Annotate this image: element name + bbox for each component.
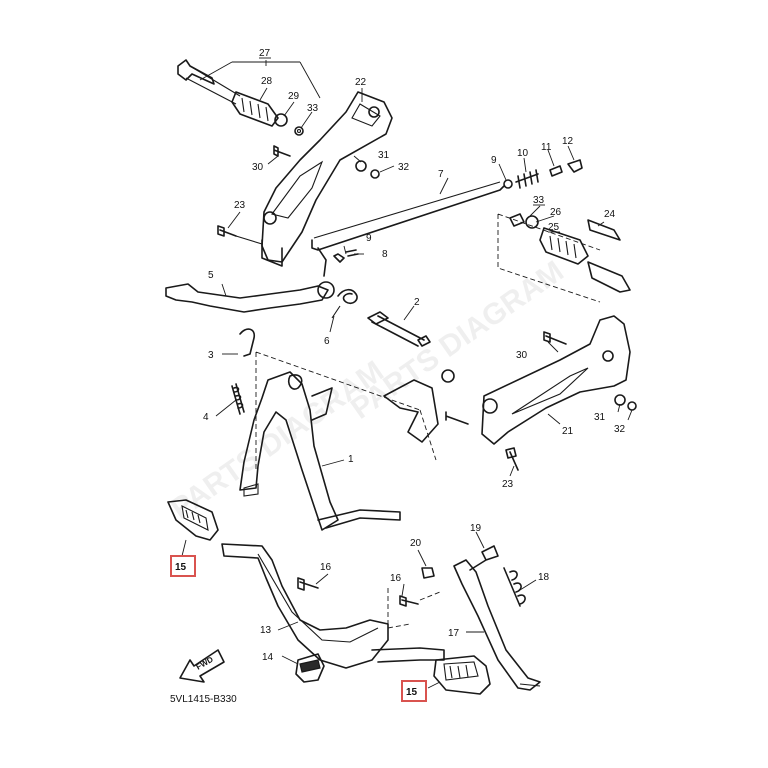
callout-30: 30 xyxy=(516,350,528,361)
callout-4: 4 xyxy=(203,412,209,423)
footrest-bracket-right xyxy=(383,315,637,477)
callout-15-right: 15 xyxy=(406,687,418,698)
callout-26: 26 xyxy=(550,207,562,218)
callout-9: 9 xyxy=(491,155,497,166)
svg-text:PARTS DIAGRAM: PARTS DIAGRAM xyxy=(165,355,390,526)
center-stand-assembly xyxy=(215,328,437,531)
callout-5: 5 xyxy=(208,270,214,281)
callout-25: 25 xyxy=(548,222,560,233)
footrest-bracket-left-assembly xyxy=(177,59,393,267)
diagram-code: 5VL1415-B330 xyxy=(170,694,237,705)
callout-20: 20 xyxy=(410,538,422,549)
callout-30: 30 xyxy=(252,162,264,173)
callout-2: 2 xyxy=(414,297,420,308)
callout-13: 13 xyxy=(260,625,272,636)
brake-rod-assembly xyxy=(311,145,583,251)
sidestand-frame-assembly xyxy=(167,499,541,695)
callout-23: 23 xyxy=(234,200,246,211)
callout-6: 6 xyxy=(324,336,330,347)
callout-8: 8 xyxy=(382,249,388,260)
highlight-box xyxy=(170,555,196,577)
callout-1: 1 xyxy=(348,454,354,465)
highlight-15-right[interactable]: 15 xyxy=(401,680,427,702)
svg-text:PARTS DIAGRAM: PARTS DIAGRAM xyxy=(345,255,570,426)
callout-14: 14 xyxy=(262,652,274,663)
callout-32: 32 xyxy=(398,162,410,173)
callout-23: 23 xyxy=(502,479,514,490)
callout-17: 17 xyxy=(448,628,460,639)
callout-3: 3 xyxy=(208,350,214,361)
callout-21: 21 xyxy=(562,426,574,437)
callout-16: 16 xyxy=(320,562,332,573)
callout-29: 29 xyxy=(288,91,300,102)
brake-pedal-assembly xyxy=(165,245,431,347)
callout-18: 18 xyxy=(538,572,550,583)
callout-10: 10 xyxy=(517,148,529,159)
callout-32: 32 xyxy=(614,424,626,435)
callout-33: 33 xyxy=(533,195,545,206)
callout-11: 11 xyxy=(541,142,552,153)
fwd-arrow-icon: FWD xyxy=(179,649,225,683)
leader-lines-top-left xyxy=(199,60,395,229)
callout-27: 27 xyxy=(259,48,271,59)
callout-16: 16 xyxy=(390,573,402,584)
callout-12: 12 xyxy=(562,136,574,147)
callout-31: 31 xyxy=(378,150,390,161)
callout-7: 7 xyxy=(438,169,444,180)
callout-9: 9 xyxy=(366,233,372,244)
callout-15-left: 15 xyxy=(175,562,187,573)
footrest-right-assembly xyxy=(497,205,631,303)
callout-19: 19 xyxy=(470,523,482,534)
callout-31: 31 xyxy=(594,412,606,423)
callout-22: 22 xyxy=(355,77,367,88)
callout-33: 33 xyxy=(307,103,319,114)
highlight-15-left[interactable]: 15 xyxy=(170,555,196,577)
highlight-box xyxy=(401,680,427,702)
callout-24: 24 xyxy=(604,209,616,220)
callout-28: 28 xyxy=(261,76,273,87)
